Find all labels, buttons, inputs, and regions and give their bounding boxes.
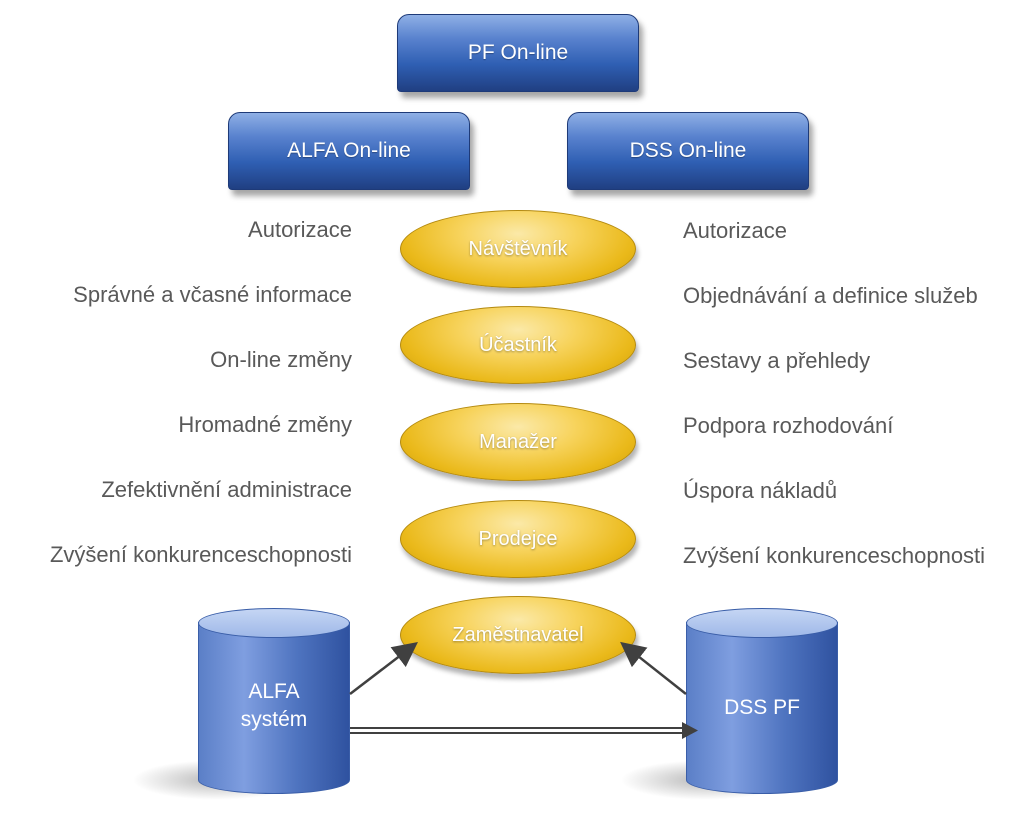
cylinder-top: [686, 608, 838, 638]
left-item: Zefektivnění administrace: [101, 477, 352, 502]
role-label: Účastník: [479, 333, 557, 356]
dss-pf-label: DSS PF: [686, 694, 838, 722]
role-zamestnavatel: Zaměstnavatel: [400, 596, 636, 674]
left-item: Správné a včasné informace: [73, 282, 352, 307]
role-prodejce: Prodejce: [400, 500, 636, 578]
right-item: Autorizace: [683, 218, 787, 243]
role-label: Prodejce: [478, 527, 558, 550]
arrow-alfa-to-zamestnavatel: [349, 641, 418, 695]
alfa-online-box: ALFA On-line: [228, 112, 470, 190]
pf-online-box: PF On-line: [397, 14, 639, 92]
right-item: Zvýšení konkurenceschopnosti: [683, 543, 986, 568]
alfa-system-line2: systém: [240, 708, 308, 731]
alfa-system-line1: ALFA: [248, 680, 300, 703]
alfa-system-label: ALFA systém: [198, 678, 350, 734]
role-label: Manažer: [479, 430, 557, 453]
role-manazer: Manažer: [400, 403, 636, 481]
alfa-online-label: ALFA On-line: [287, 139, 411, 162]
cylinder-body: [686, 622, 838, 794]
role-ucastnik: Účastník: [400, 306, 636, 384]
left-item: Zvýšení konkurenceschopnosti: [49, 542, 352, 567]
right-item: Úspora nákladů: [683, 478, 838, 503]
dss-pf-cylinder: DSS PF: [686, 608, 838, 808]
cylinder-body: [198, 622, 350, 794]
right-item: Sestavy a přehledy: [683, 348, 871, 373]
alfa-system-cylinder: ALFA systém: [198, 608, 350, 808]
dss-online-box: DSS On-line: [567, 112, 809, 190]
pf-online-label: PF On-line: [467, 41, 569, 64]
left-item: On-line změny: [210, 347, 352, 372]
right-item: Objednávání a definice služeb: [683, 283, 978, 308]
role-label: Zaměstnavatel: [452, 623, 584, 646]
right-item: Podpora rozhodování: [683, 413, 894, 438]
role-navstevnik: Návštěvník: [400, 210, 636, 288]
left-item: Autorizace: [248, 217, 352, 242]
arrow-alfa-to-dss-head: [682, 722, 698, 739]
dss-pf-text: DSS PF: [724, 696, 800, 719]
dss-online-label: DSS On-line: [629, 139, 747, 162]
arrow-dss-to-zamestnavatel: [620, 641, 687, 695]
left-item: Hromadné změny: [178, 412, 352, 437]
cylinder-top: [198, 608, 350, 638]
role-label: Návštěvník: [468, 237, 568, 260]
